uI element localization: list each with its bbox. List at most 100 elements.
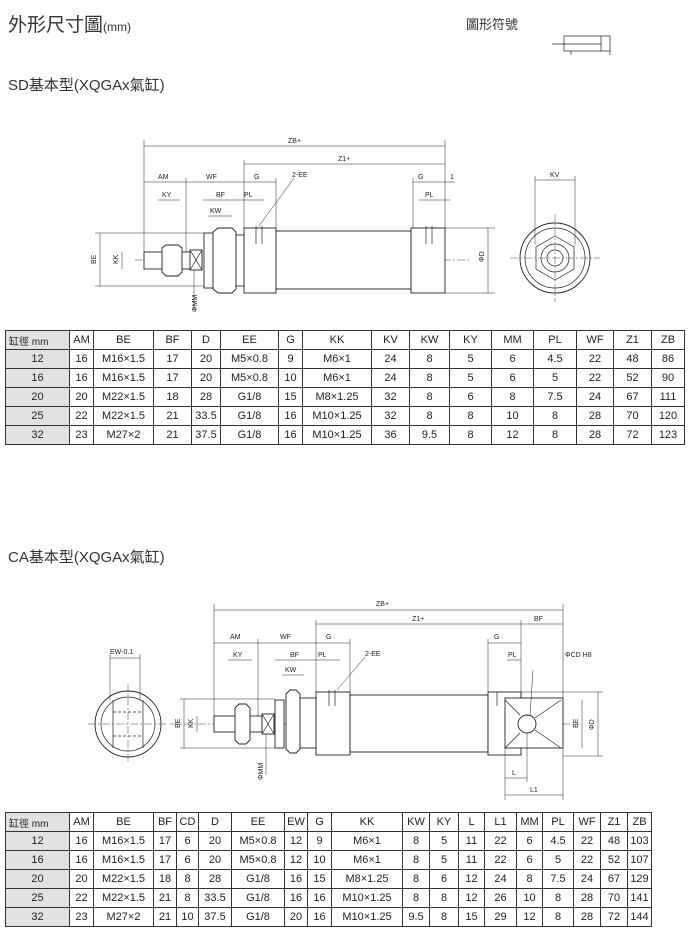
dimension-label: L1 xyxy=(530,787,538,794)
table-cell: 32 xyxy=(371,406,410,426)
table-cell: M6×1 xyxy=(302,349,372,369)
column-header: L1 xyxy=(484,812,517,832)
table-cell: 22 xyxy=(484,850,517,870)
dimension-label: G xyxy=(494,634,499,641)
dimension-label: WF xyxy=(206,174,217,181)
table-cell: 6 xyxy=(176,850,199,870)
table-cell: 8 xyxy=(533,425,577,445)
table-cell: 8 xyxy=(402,850,430,870)
dimension-label: BE xyxy=(91,254,98,264)
table-cell: 6 xyxy=(176,831,199,851)
table-cell: G1/8 xyxy=(220,387,279,407)
dimension-label: BF xyxy=(534,616,543,623)
table-cell: 107 xyxy=(627,850,652,870)
table-cell: 123 xyxy=(651,425,685,445)
table-cell: 8 xyxy=(409,406,450,426)
bore-size-cell: 32 xyxy=(5,907,70,927)
dimension-label: BF xyxy=(216,192,225,199)
table-cell: M6×1 xyxy=(331,831,403,851)
dimension-label: BF xyxy=(290,652,299,659)
column-header: EW xyxy=(284,812,308,832)
table-cell: G1/8 xyxy=(231,888,285,908)
table-cell: 20 xyxy=(198,831,232,851)
table-cell: M22×1.5 xyxy=(93,869,154,889)
table-cell: 33.5 xyxy=(198,888,232,908)
table-cell: 6 xyxy=(491,349,534,369)
dimension-label: ΦD xyxy=(589,719,596,730)
table-cell: 70 xyxy=(613,406,652,426)
table-cell: 22 xyxy=(576,368,614,388)
dimension-label: KY xyxy=(162,192,172,199)
column-header: PL xyxy=(542,812,574,832)
table-cell: 9.5 xyxy=(402,907,430,927)
column-header: EE xyxy=(231,812,285,832)
sd-end-view-drawing: KV xyxy=(510,172,600,302)
title-text: 外形尺寸圖 xyxy=(8,15,104,36)
table-cell: 8 xyxy=(533,406,577,426)
table-cell: 16 xyxy=(278,406,303,426)
table-cell: 8 xyxy=(516,869,543,889)
table-cell: 8 xyxy=(542,888,574,908)
table-cell: 9 xyxy=(307,831,332,851)
table-cell: 28 xyxy=(576,425,614,445)
page-title: 外形尺寸圖(mm) xyxy=(8,10,131,37)
table-cell: 16 xyxy=(69,368,94,388)
table-cell: 21 xyxy=(153,406,192,426)
table-cell: M27×2 xyxy=(93,907,154,927)
table-cell: M8×1.25 xyxy=(331,869,403,889)
table-cell: 10 xyxy=(176,907,199,927)
table-cell: 29 xyxy=(484,907,517,927)
table-cell: 11 xyxy=(458,831,485,851)
table-cell: 28 xyxy=(198,869,232,889)
table-cell: 16 xyxy=(278,425,303,445)
table-cell: 24 xyxy=(484,869,517,889)
table-cell: 8 xyxy=(449,425,492,445)
table-cell: M10×1.25 xyxy=(302,425,372,445)
table-cell: 10 xyxy=(278,368,303,388)
column-header: D xyxy=(198,812,232,832)
table-cell: M16×1.5 xyxy=(93,850,154,870)
table-cell: 22 xyxy=(69,888,94,908)
dimension-label: ΦD xyxy=(479,251,486,262)
table-cell: 16 xyxy=(307,888,332,908)
table-cell: 16 xyxy=(284,888,308,908)
table-cell: 20 xyxy=(69,869,94,889)
ca-end-view-drawing: EW-0.1 xyxy=(88,649,168,764)
table-cell: G1/8 xyxy=(220,406,279,426)
table-cell: M22×1.5 xyxy=(93,387,154,407)
dimension-label: AM xyxy=(230,634,241,641)
column-header: D xyxy=(191,330,221,350)
table-cell: 111 xyxy=(651,387,685,407)
table-cell: 12 xyxy=(284,850,308,870)
table-cell: 15 xyxy=(278,387,303,407)
table-cell: 8 xyxy=(176,888,199,908)
column-header: EE xyxy=(220,330,279,350)
bore-size-cell: 20 xyxy=(5,387,70,407)
table-cell: 18 xyxy=(153,387,192,407)
table-cell: 120 xyxy=(651,406,685,426)
dimension-label: AM xyxy=(158,174,169,181)
table-cell: 10 xyxy=(307,850,332,870)
table-cell: 22 xyxy=(573,831,601,851)
dimension-label: WF xyxy=(280,634,291,641)
table-cell: M22×1.5 xyxy=(93,888,154,908)
column-header: KK xyxy=(331,812,403,832)
column-header: MM xyxy=(491,330,534,350)
table-cell: 8 xyxy=(429,888,459,908)
table-cell: 26 xyxy=(484,888,517,908)
dimension-label: ΦCD H8 xyxy=(565,652,592,659)
column-header: 缸徑 mm xyxy=(5,330,70,350)
table-cell: 18 xyxy=(153,869,177,889)
table-cell: 10 xyxy=(516,888,543,908)
table-cell: M16×1.5 xyxy=(93,368,154,388)
table-cell: 6 xyxy=(491,368,534,388)
dimension-label: G xyxy=(254,174,259,181)
bore-size-cell: 16 xyxy=(5,368,70,388)
table-cell: 12 xyxy=(458,869,485,889)
